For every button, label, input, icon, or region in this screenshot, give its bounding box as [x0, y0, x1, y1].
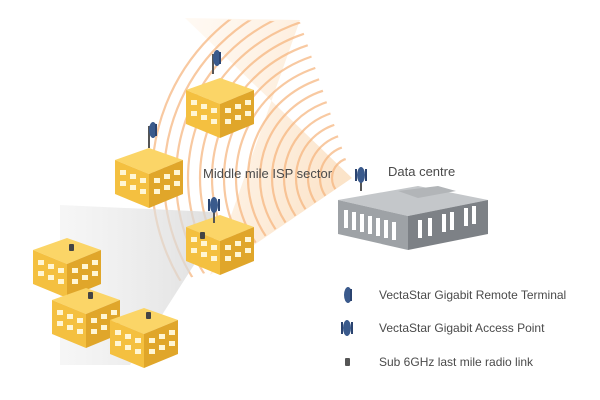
legend-label: VectaStar Gigabit Access Point	[379, 321, 545, 335]
legend-label: Sub 6GHz last mile radio link	[379, 355, 534, 369]
legend: VectaStar Gigabit Remote Terminal VectaS…	[341, 287, 566, 369]
sub6ghz-radio-icon	[200, 232, 205, 239]
building-middle	[186, 215, 254, 275]
middle-mile-beam	[185, 18, 352, 275]
access-point-icon	[355, 167, 367, 191]
building-bottom	[110, 308, 178, 368]
legend-sub6ghz: Sub 6GHz last mile radio link	[345, 355, 534, 369]
access-point-icon	[341, 320, 353, 336]
middle-mile-label: Middle mile ISP sector	[203, 166, 333, 181]
legend-label: VectaStar Gigabit Remote Terminal	[379, 288, 566, 302]
sub6ghz-radio-icon	[88, 292, 93, 299]
building-left	[33, 238, 101, 298]
remote-terminal-icon	[148, 122, 157, 148]
sub6ghz-radio-icon	[146, 312, 151, 319]
remote-terminal-icon	[344, 287, 352, 303]
remote-terminal-icon	[212, 50, 221, 74]
building-top	[186, 78, 254, 138]
sub6ghz-radio-icon	[345, 358, 350, 366]
legend-access-point: VectaStar Gigabit Access Point	[341, 320, 545, 336]
access-point-icon	[208, 197, 220, 223]
data-centre-label: Data centre	[388, 164, 455, 179]
data-centre-building	[338, 186, 488, 250]
sub6ghz-radio-icon	[69, 244, 74, 251]
legend-remote-terminal: VectaStar Gigabit Remote Terminal	[344, 287, 566, 303]
building-upper-left	[115, 148, 183, 208]
